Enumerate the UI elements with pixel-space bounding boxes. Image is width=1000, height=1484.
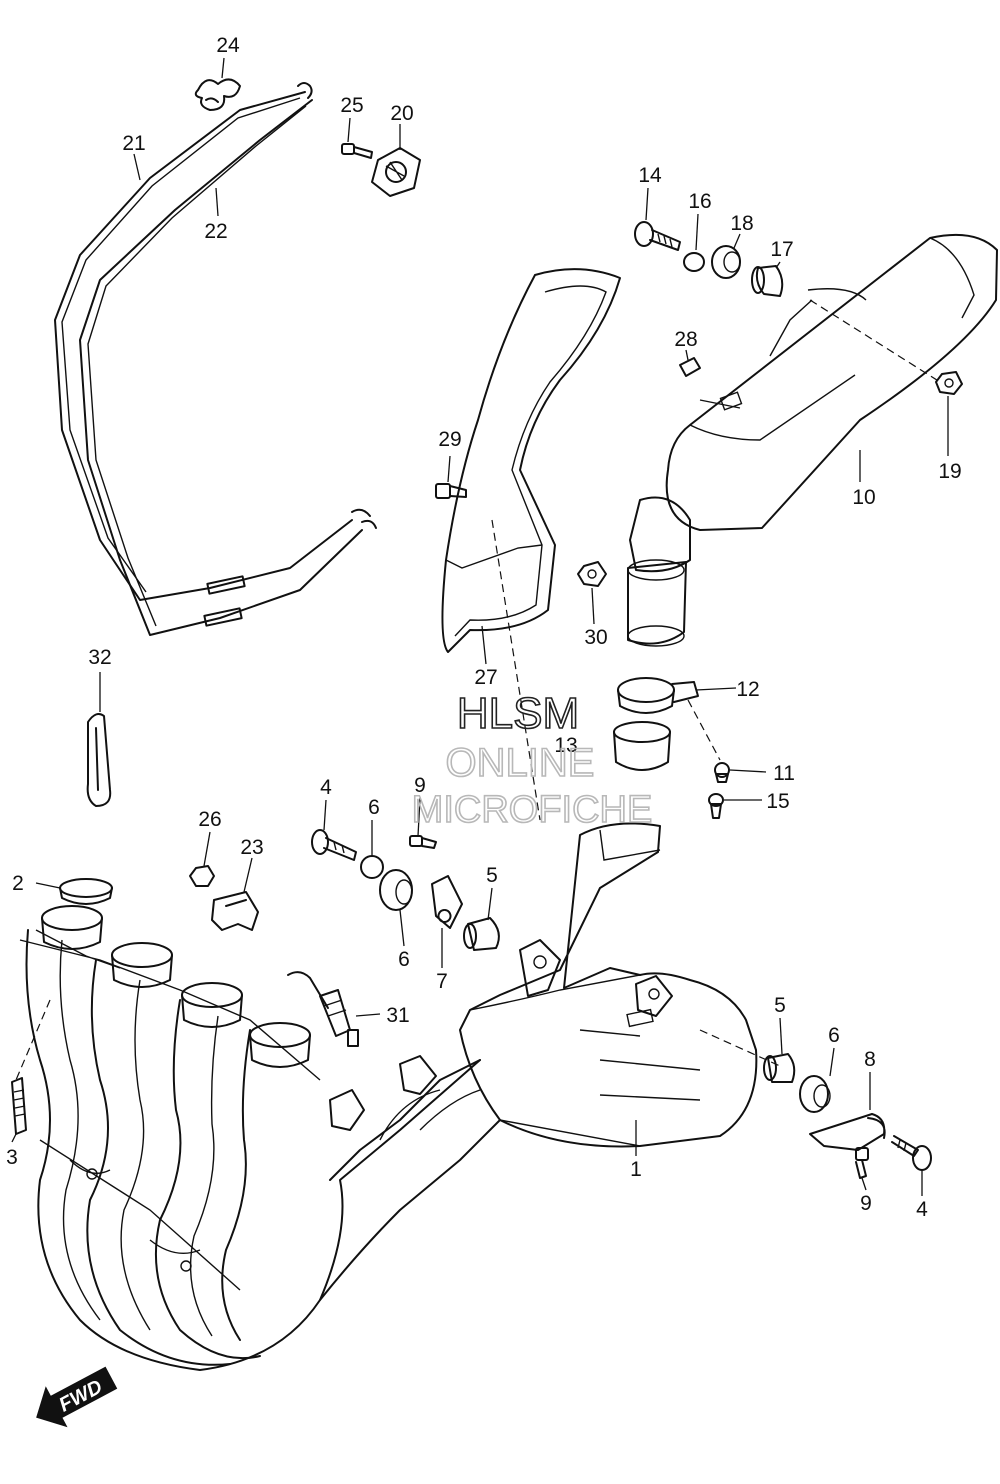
- callout-6-upper[interactable]: 6: [368, 796, 380, 819]
- bolt-9-upper[interactable]: [409, 835, 437, 849]
- watermark-line-2: ONLINE: [446, 741, 595, 785]
- callout-26[interactable]: 26: [198, 808, 221, 831]
- bolt-11[interactable]: [714, 762, 730, 783]
- callout-labels: 24 25 20 21 22 14 16 18 17 28 29 19 10 3…: [6, 34, 962, 1221]
- callout-23[interactable]: 23: [240, 836, 263, 859]
- fwd-arrow-icon: [36, 1366, 118, 1428]
- o2-sensor[interactable]: [287, 971, 359, 1047]
- callout-5-upper[interactable]: 5: [486, 864, 498, 887]
- leader-lines: [11, 57, 949, 1196]
- callout-11[interactable]: 11: [773, 762, 795, 785]
- watermark-line-1: HLSM: [457, 689, 579, 738]
- callout-5-lower[interactable]: 5: [774, 994, 786, 1017]
- callout-16[interactable]: 16: [688, 190, 711, 213]
- cable-clamp[interactable]: [194, 78, 241, 111]
- callout-6-rear[interactable]: 6: [828, 1024, 840, 1047]
- callout-12[interactable]: 12: [736, 678, 759, 701]
- callout-32[interactable]: 32: [88, 646, 111, 669]
- bolt-14[interactable]: [634, 221, 681, 251]
- grommet-6-lower[interactable]: [379, 869, 413, 911]
- bolt-25[interactable]: [341, 143, 373, 159]
- callout-9-lower[interactable]: 9: [860, 1192, 872, 1215]
- stud-3[interactable]: [11, 1077, 27, 1135]
- nut-30[interactable]: [577, 561, 607, 587]
- callout-28[interactable]: 28: [674, 328, 697, 351]
- bolt-9-lower[interactable]: [855, 1147, 869, 1179]
- callout-8[interactable]: 8: [864, 1048, 876, 1071]
- watermark-line-3: MICROFICHE: [412, 789, 653, 831]
- callout-2[interactable]: 2: [12, 872, 24, 895]
- bracket-7[interactable]: [431, 875, 463, 929]
- bolt-4-lower[interactable]: [891, 1135, 932, 1171]
- callout-4-lower[interactable]: 4: [916, 1198, 928, 1221]
- callout-25[interactable]: 25: [340, 94, 363, 117]
- clamp-12[interactable]: [617, 677, 699, 714]
- cable-pulley[interactable]: [371, 147, 421, 197]
- callout-15[interactable]: 15: [766, 790, 789, 813]
- callout-21[interactable]: 21: [122, 132, 145, 155]
- gasket-2[interactable]: [59, 878, 113, 905]
- header-inlets: [41, 905, 311, 1068]
- callout-9-upper[interactable]: 9: [414, 774, 426, 797]
- watermark: HLSM ONLINE MICROFICHE: [411, 688, 653, 832]
- exhaust-chamber[interactable]: [459, 822, 758, 1148]
- bolt-4-upper[interactable]: [311, 829, 357, 861]
- muffler[interactable]: [627, 233, 998, 647]
- callout-31[interactable]: 31: [386, 1004, 409, 1027]
- collar-17[interactable]: [751, 265, 784, 297]
- washer-16[interactable]: [683, 252, 705, 272]
- bracket-23[interactable]: [211, 891, 259, 931]
- callout-13[interactable]: 13: [554, 734, 577, 757]
- callout-1[interactable]: 1: [630, 1158, 642, 1181]
- bracket-32[interactable]: [86, 713, 112, 807]
- callout-30[interactable]: 30: [584, 626, 607, 649]
- callout-24[interactable]: 24: [216, 34, 240, 57]
- callout-17[interactable]: 17: [770, 238, 793, 261]
- callout-19[interactable]: 19: [938, 460, 961, 483]
- callout-14[interactable]: 14: [638, 164, 662, 187]
- bracket-8[interactable]: [809, 1113, 886, 1151]
- callout-3[interactable]: 3: [6, 1146, 18, 1169]
- callout-20[interactable]: 20: [390, 102, 413, 125]
- callout-4-upper[interactable]: 4: [320, 776, 332, 799]
- assembly-guide-lines: [15, 299, 941, 1081]
- collar-5-upper[interactable]: [463, 917, 500, 951]
- callout-6-lower[interactable]: 6: [398, 948, 410, 971]
- grommet-6-rear[interactable]: [799, 1075, 831, 1113]
- collar-5-lower[interactable]: [763, 1053, 796, 1083]
- heat-shield[interactable]: [441, 268, 621, 653]
- fwd-direction-badge: FWD: [36, 1366, 118, 1428]
- valve-cable-assembly[interactable]: [54, 82, 377, 636]
- callout-27[interactable]: 27: [474, 666, 497, 689]
- nut-19[interactable]: [935, 371, 963, 395]
- callout-18[interactable]: 18: [730, 212, 753, 235]
- bolt-29[interactable]: [435, 483, 467, 499]
- damper-28[interactable]: [679, 357, 701, 377]
- callout-22[interactable]: 22: [204, 220, 227, 243]
- callout-29[interactable]: 29: [438, 428, 461, 451]
- bolt-15[interactable]: [708, 793, 724, 819]
- grommet-18[interactable]: [711, 245, 741, 279]
- washer-6-upper[interactable]: [360, 855, 384, 879]
- nut-26[interactable]: [189, 865, 215, 887]
- callout-10[interactable]: 10: [852, 486, 875, 509]
- callout-7[interactable]: 7: [436, 970, 448, 993]
- exhaust-header-pipes[interactable]: [19, 929, 501, 1371]
- gasket-13[interactable]: [613, 721, 671, 771]
